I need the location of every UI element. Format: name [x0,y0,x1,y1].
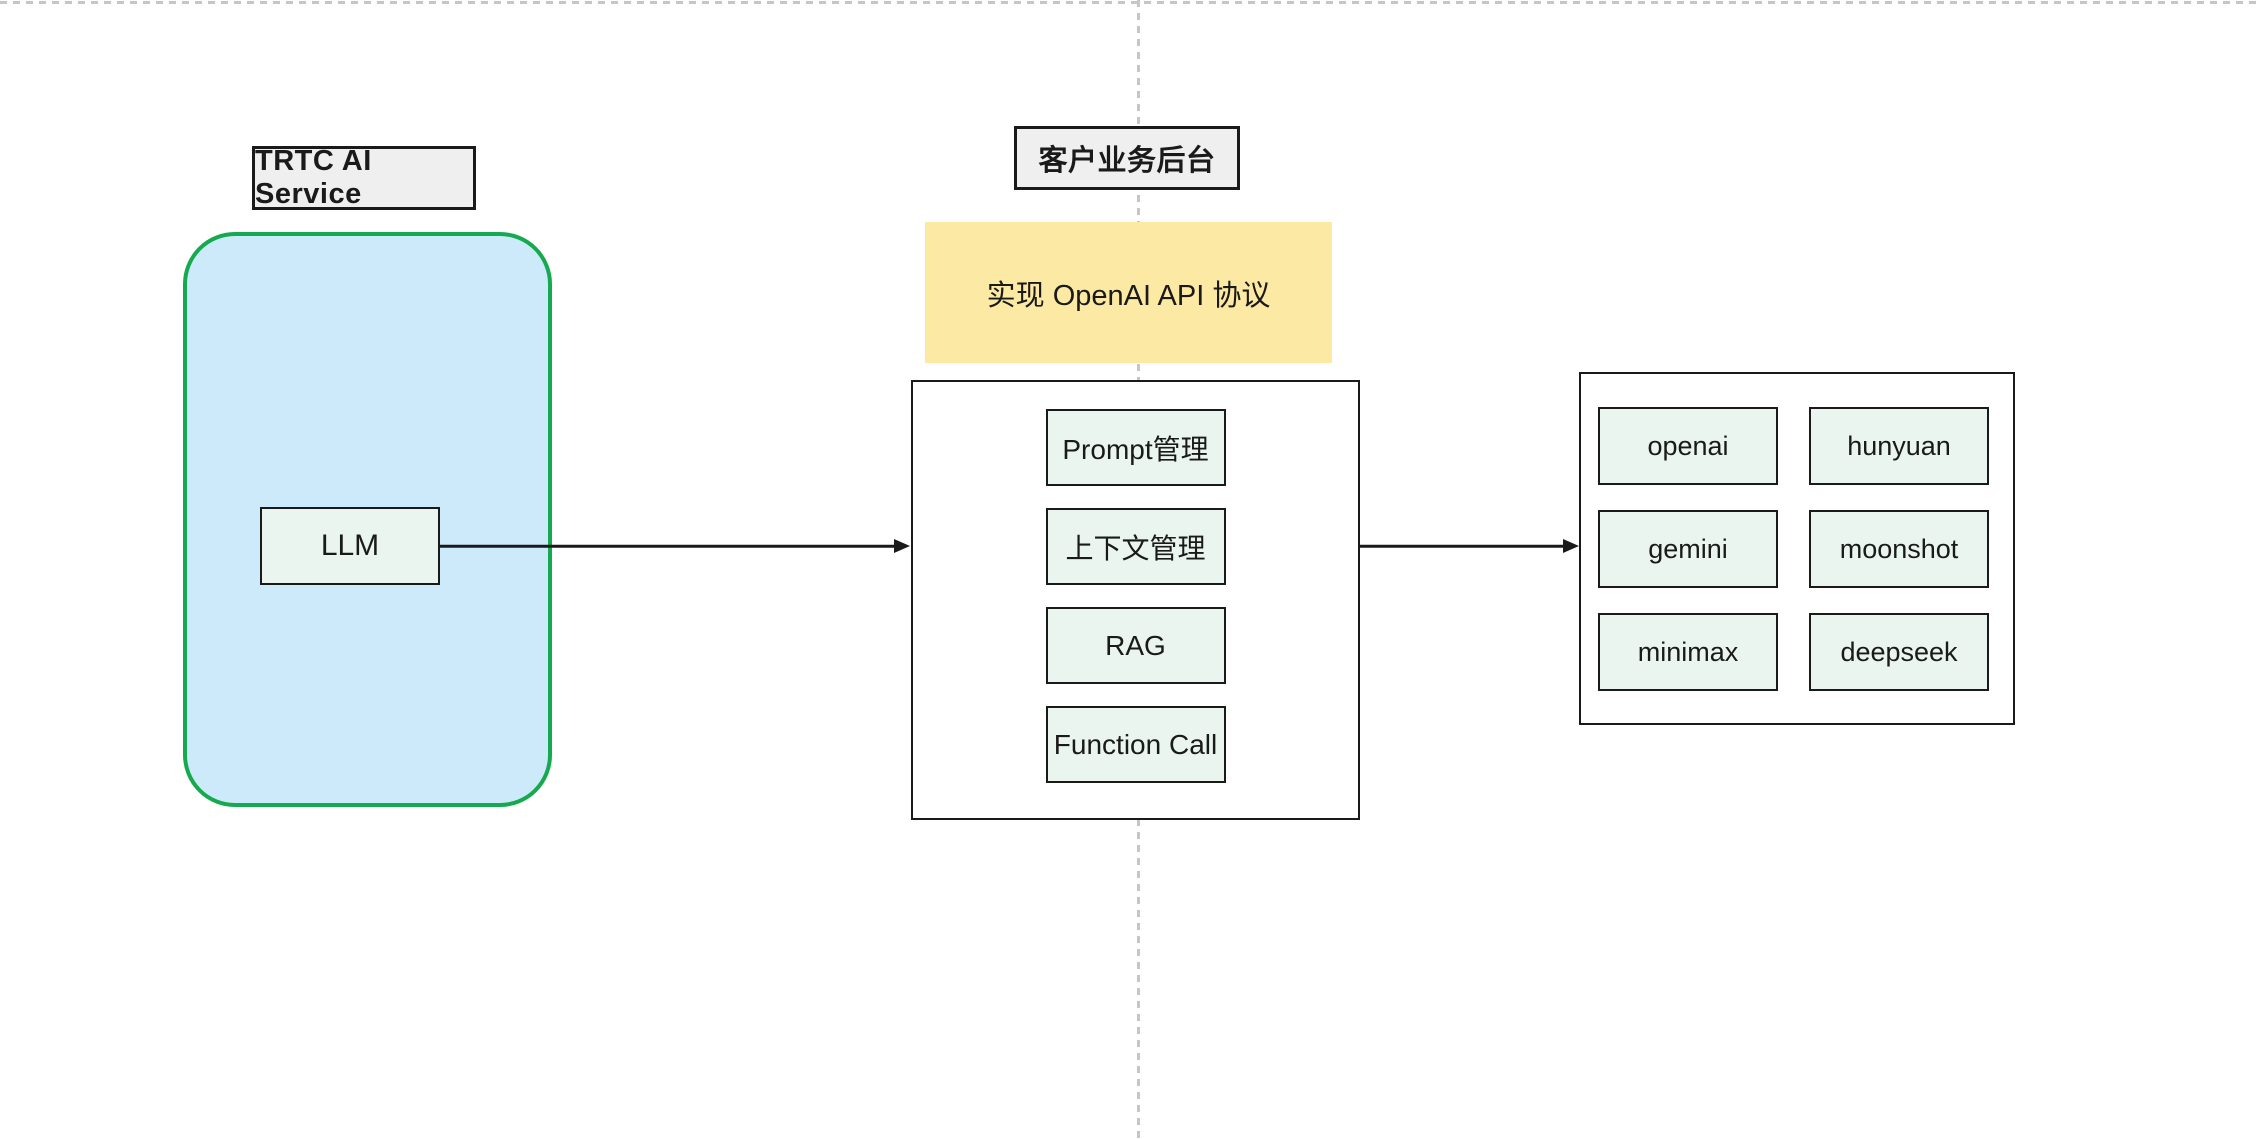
module-prompt-management[interactable]: Prompt管理 [1045,409,1226,486]
module-function-call[interactable]: Function Call [1045,706,1226,783]
provider-openai[interactable]: openai [1598,407,1778,485]
module-context-management[interactable]: 上下文管理 [1045,508,1226,585]
trtc-ai-service-label[interactable]: TRTC AI Service [252,145,476,210]
provider-hunyuan[interactable]: hunyuan [1809,407,1989,485]
openai-protocol-note[interactable]: 实现 OpenAI API 协议 [925,222,1332,363]
provider-moonshot[interactable]: moonshot [1809,510,1989,588]
arrow-head-icon [1563,539,1579,553]
arrow-llm-to-backend [440,538,910,554]
module-rag[interactable]: RAG [1045,607,1226,684]
arrow-backend-to-providers [1360,538,1579,554]
horizontal-dashed-guide [0,1,2260,4]
llm-node[interactable]: LLM [260,507,440,585]
llm-providers-container[interactable]: openai hunyuan gemini moonshot minimax d… [1579,372,2015,725]
backend-modules-container[interactable]: Prompt管理 上下文管理 RAG Function Call [911,380,1360,820]
provider-deepseek[interactable]: deepseek [1809,613,1989,691]
provider-gemini[interactable]: gemini [1598,510,1778,588]
arrow-head-icon [894,539,910,553]
provider-minimax[interactable]: minimax [1598,613,1778,691]
customer-backend-label[interactable]: 客户业务后台 [1014,126,1240,190]
arrow-shaft [1360,544,1566,548]
arrow-shaft [440,544,897,548]
